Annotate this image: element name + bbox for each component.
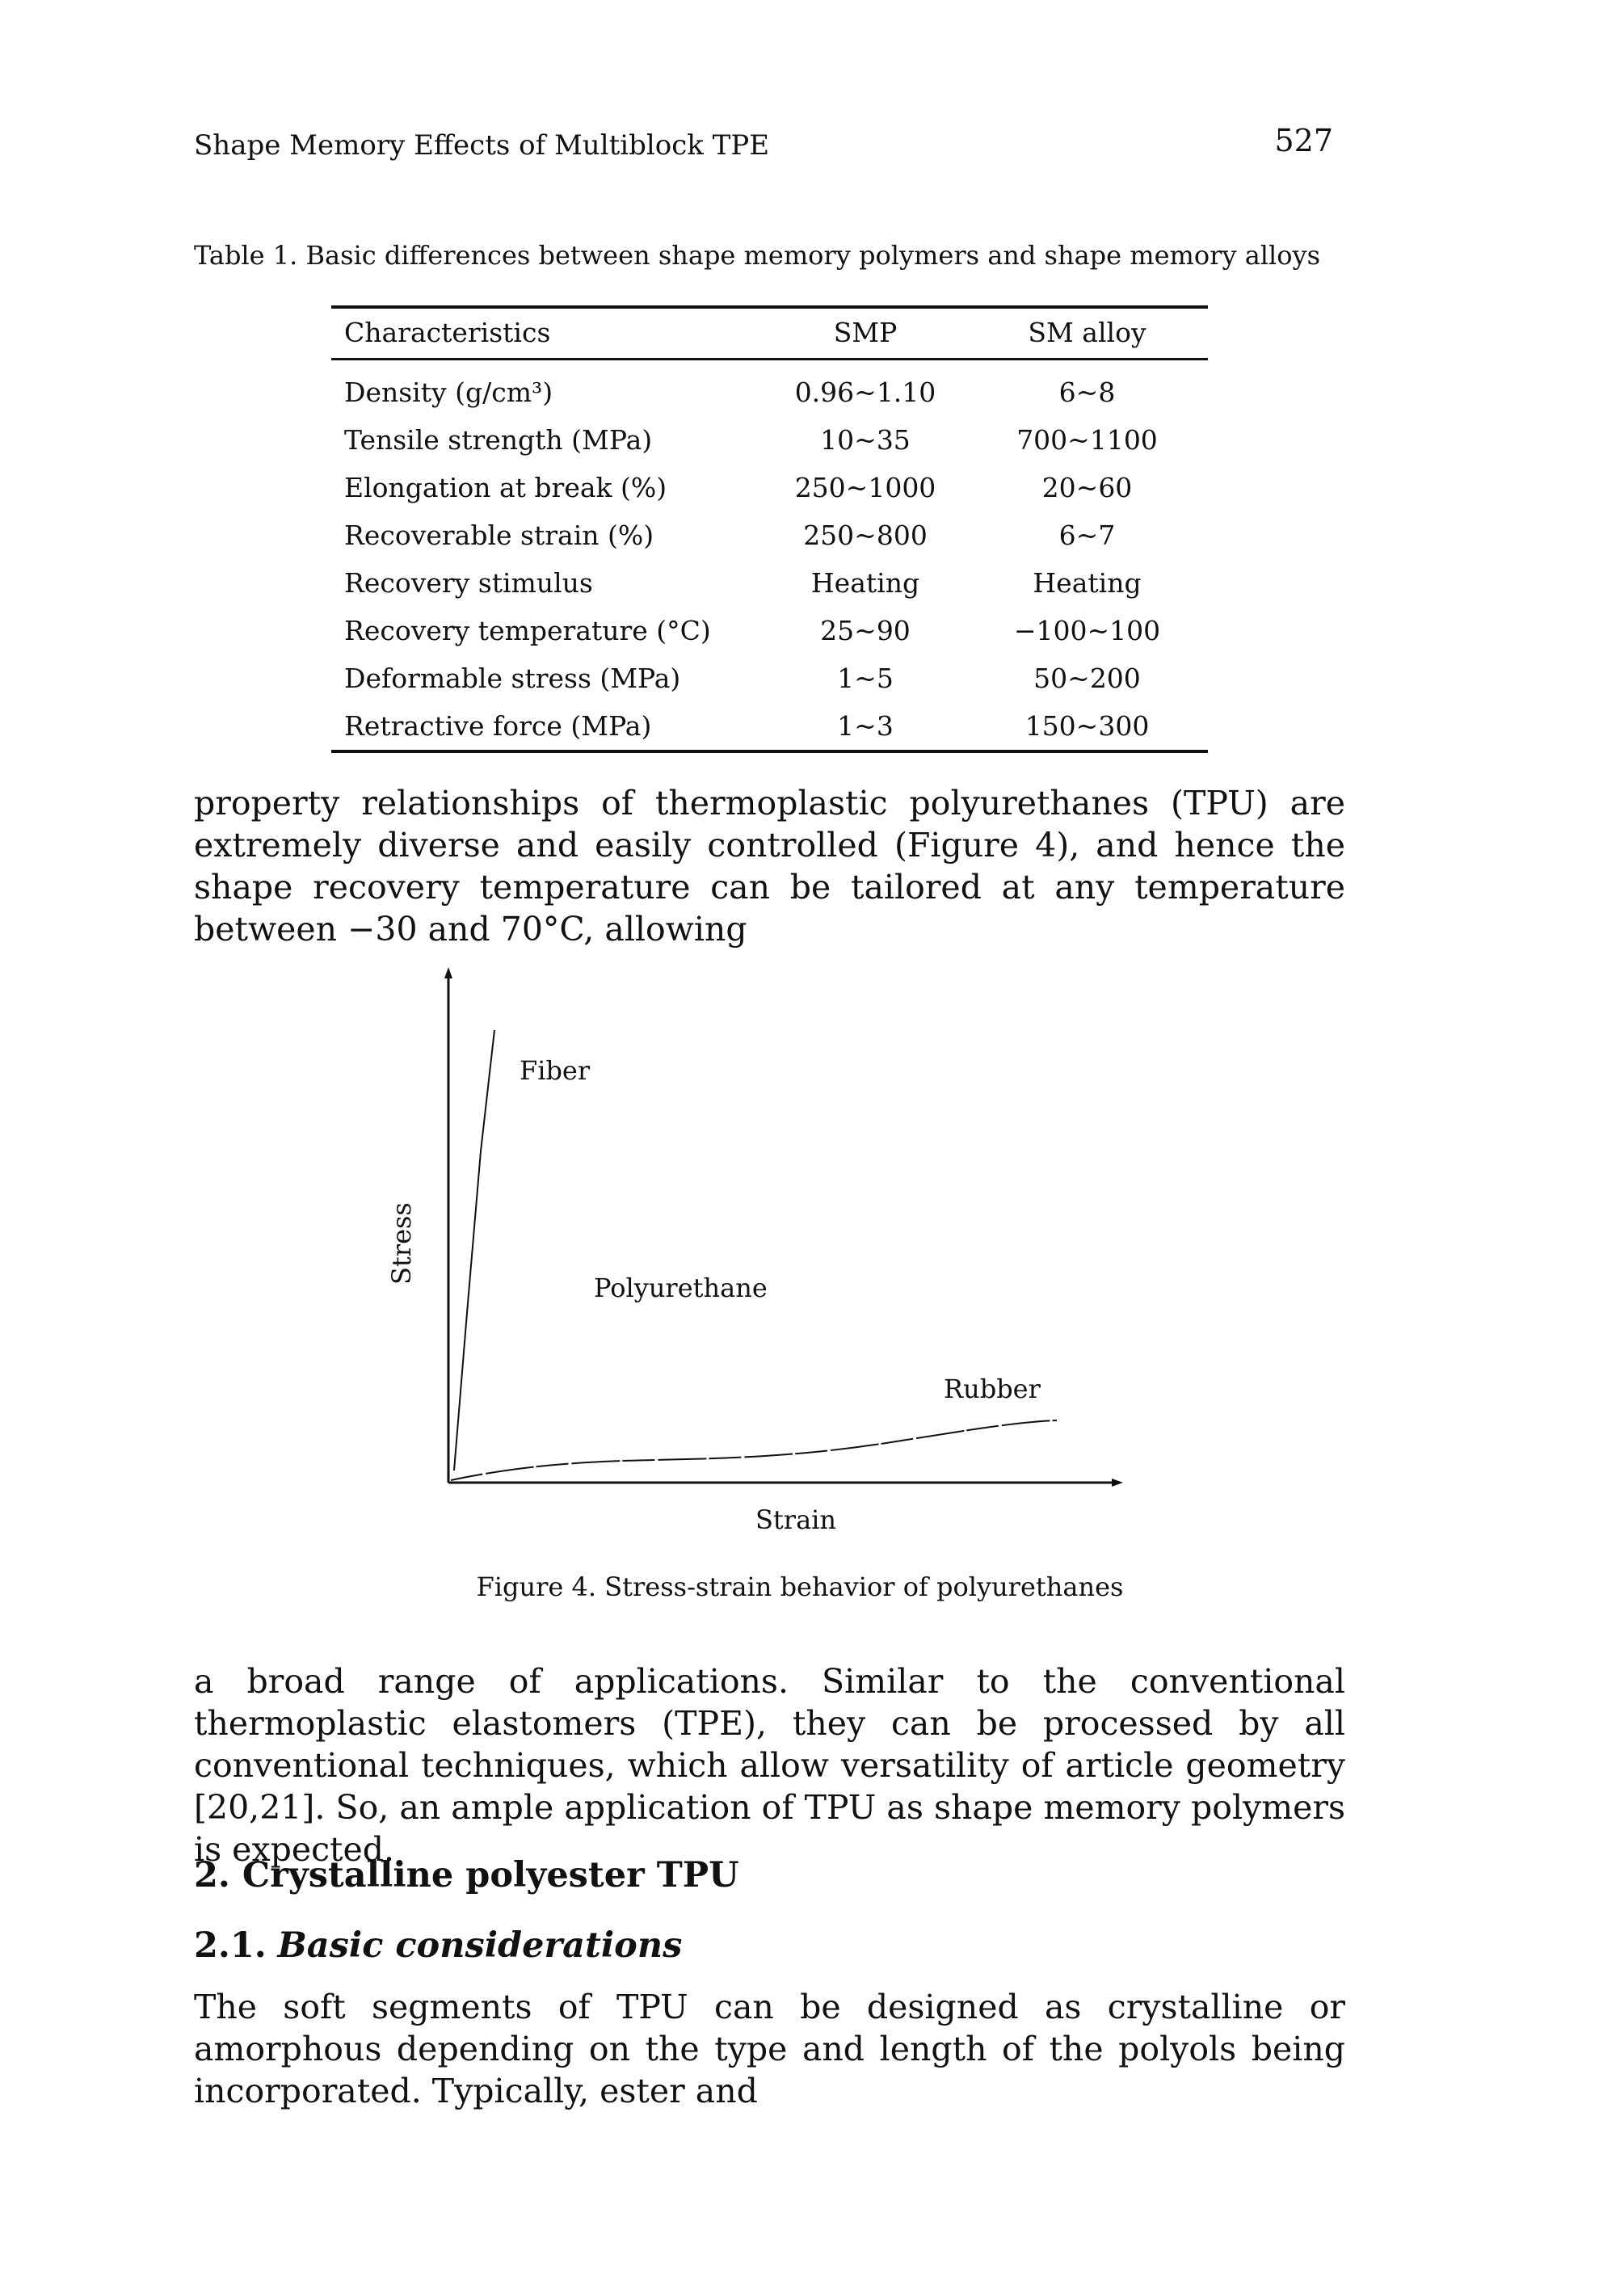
rubber-curve [450, 1420, 1058, 1481]
row-characteristic: Recovery temperature (°C) [344, 614, 711, 646]
subsection-heading: 2.1. Basic considerations [194, 1925, 682, 1966]
table-row: Tensile strength (MPa) 10~35 700~1100 [331, 416, 1208, 464]
body-paragraph-3: The soft segments of TPU can be designed… [194, 1988, 1345, 2110]
row-smp-value: 25~90 [820, 614, 911, 646]
table-row: Recovery stimulus Heating Heating [331, 559, 1208, 607]
figure-caption: Figure 4. Stress-strain behavior of poly… [476, 1571, 1124, 1602]
row-alloy-value: 50~200 [1033, 662, 1141, 694]
table-row: Recovery temperature (°C) 25~90 −100~100 [331, 607, 1208, 654]
section-heading: 2. Crystalline polyester TPU [194, 1855, 739, 1895]
y-axis-arrow [444, 967, 452, 978]
row-characteristic: Density (g/cm³) [344, 376, 553, 408]
table-row: Deformable stress (MPa) 1~5 50~200 [331, 654, 1208, 702]
row-smp-value: 0.96~1.10 [794, 376, 936, 408]
row-characteristic: Recoverable strain (%) [344, 519, 654, 551]
row-smp-value: 10~35 [820, 423, 911, 456]
row-characteristic: Elongation at break (%) [344, 471, 667, 503]
column-header-characteristics: Characteristics [331, 307, 764, 360]
row-characteristic: Recovery stimulus [344, 566, 593, 599]
row-alloy-value: Heating [1033, 566, 1142, 599]
row-smp-value: 250~1000 [794, 471, 936, 503]
column-header-smp: SMP [764, 307, 966, 360]
row-alloy-value: 150~300 [1024, 709, 1150, 742]
row-alloy-value: 20~60 [1041, 471, 1133, 503]
properties-table: Characteristics SMP SM alloy Density (g/… [331, 305, 1208, 753]
body-paragraph-2: a broad range of applications. Similar t… [194, 1662, 1345, 1869]
row-alloy-value: 6~8 [1058, 376, 1116, 408]
table-row: Elongation at break (%) 250~1000 20~60 [331, 464, 1208, 511]
row-smp-value: 1~3 [837, 709, 894, 742]
table-row: Recoverable strain (%) 250~800 6~7 [331, 511, 1208, 559]
x-axis-arrow [1112, 1479, 1123, 1487]
table-row: Retractive force (MPa) 1~3 150~300 [331, 702, 1208, 751]
row-characteristic: Deformable stress (MPa) [344, 662, 681, 694]
table-header-row: Characteristics SMP SM alloy [331, 307, 1208, 360]
running-title: Shape Memory Effects of Multiblock TPE [194, 129, 770, 162]
x-axis-label: Strain [755, 1504, 836, 1535]
rubber-label: Rubber [944, 1374, 1041, 1404]
table-row: Density (g/cm³) 0.96~1.10 6~8 [331, 360, 1208, 417]
row-characteristic: Retractive force (MPa) [344, 709, 652, 742]
subsection-number: 2.1. [194, 1925, 267, 1966]
stress-strain-diagram: Fiber Polyurethane Rubber Strain Stress [386, 967, 1123, 1535]
body-paragraph-1: property relationships of thermoplastic … [194, 784, 1345, 949]
stress-strain-figure: Fiber Polyurethane Rubber Strain Stress [364, 966, 1155, 1555]
row-smp-value: Heating [810, 566, 920, 599]
column-header-sm-alloy: SM alloy [966, 307, 1208, 360]
fiber-curve [453, 1029, 495, 1471]
table-caption: Table 1. Basic differences between shape… [194, 240, 1320, 271]
page-number: 527 [1274, 123, 1333, 158]
row-alloy-value: 700~1100 [1016, 423, 1158, 456]
row-alloy-value: 6~7 [1058, 519, 1116, 551]
row-characteristic: Tensile strength (MPa) [344, 423, 653, 456]
row-alloy-value: −100~100 [1013, 614, 1161, 646]
fiber-label: Fiber [520, 1055, 591, 1086]
subsection-title: Basic considerations [277, 1925, 683, 1966]
y-axis-label: Stress [386, 1202, 417, 1285]
row-smp-value: 1~5 [837, 662, 894, 694]
polyurethane-label: Polyurethane [594, 1273, 768, 1303]
row-smp-value: 250~800 [803, 519, 928, 551]
